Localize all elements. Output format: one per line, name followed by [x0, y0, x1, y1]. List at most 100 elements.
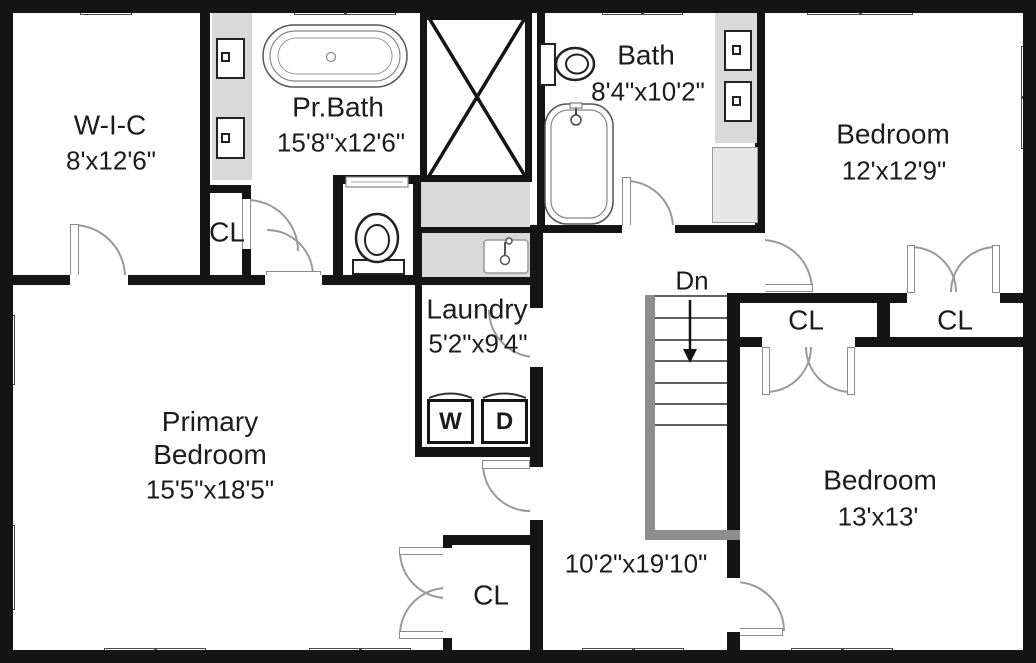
wall	[1000, 293, 1023, 303]
wall	[415, 277, 537, 285]
wall	[0, 650, 1036, 663]
wall	[200, 185, 250, 193]
door-leaf	[399, 547, 447, 555]
room-label-primary-bedroom: Primary Bedroom	[153, 406, 267, 470]
door-opening	[265, 275, 322, 285]
closet-label-pr-bath: CL	[209, 216, 245, 248]
wall	[727, 632, 740, 650]
appliance-lid-icon	[428, 392, 527, 399]
wall	[0, 13, 13, 650]
door-swing-arc	[762, 239, 813, 290]
wall	[443, 638, 452, 650]
door-leaf	[622, 177, 631, 228]
door-leaf	[907, 245, 915, 293]
door-swing-arc	[766, 347, 812, 393]
room-dims-primary-bedroom: 15'5"x18'5"	[145, 474, 275, 505]
room-label-wic: W-I-C	[73, 109, 147, 141]
wall	[727, 295, 740, 578]
counter	[421, 182, 530, 227]
wall	[242, 249, 251, 278]
door-swing-arc	[399, 551, 447, 599]
closet-label-left: CL	[788, 304, 824, 336]
wall	[415, 447, 543, 457]
door-swing-arc	[247, 199, 299, 251]
door-leaf	[482, 460, 530, 469]
wall	[755, 13, 765, 230]
door-leaf	[992, 245, 1000, 293]
wall	[415, 227, 422, 455]
door-opening	[70, 275, 128, 285]
door-leaf	[399, 631, 447, 639]
room-label-bath: Bath	[617, 39, 675, 71]
room-dims-hall: 10'2"x19'10"	[564, 548, 708, 579]
door-opening	[443, 548, 452, 638]
door-swing-arc	[911, 246, 957, 292]
wall	[530, 457, 543, 467]
stair-stringer	[645, 295, 655, 538]
bathtub-icon	[544, 102, 614, 225]
room-label-bedroom-tr: Bedroom	[836, 118, 950, 150]
door-opening	[622, 225, 675, 233]
room-dims-pr-bath: 15'8"x12'6"	[276, 127, 406, 158]
wall	[443, 535, 543, 545]
stairs-treads	[655, 295, 727, 426]
room-dims-bedroom-tr: 12'x12'9"	[841, 155, 947, 186]
wall	[727, 293, 907, 303]
door-opening	[727, 578, 740, 632]
wall	[200, 13, 210, 285]
wall	[0, 0, 1036, 13]
stairs-down-label: Dn	[675, 265, 709, 296]
counter	[422, 233, 530, 277]
counter	[715, 13, 757, 143]
door-leaf	[735, 628, 783, 636]
door-swing-arc	[482, 464, 530, 512]
room-dims-wic: 8'x12'6"	[66, 145, 156, 176]
wall	[727, 337, 762, 347]
wall	[333, 175, 423, 184]
room-dims-bedroom-br: 13'x13'	[837, 501, 919, 532]
door-swing-arc	[950, 246, 996, 292]
door-leaf	[847, 347, 855, 395]
wall	[413, 175, 421, 285]
wall	[877, 293, 890, 347]
room-label-pr-bath: Pr.Bath	[292, 91, 384, 123]
wall	[855, 337, 1023, 347]
linen-cabinet	[712, 147, 758, 223]
door-swing-arc	[73, 224, 126, 277]
wall	[415, 225, 622, 233]
wall	[1023, 13, 1036, 650]
wall	[128, 275, 265, 285]
door-leaf	[762, 347, 770, 395]
room-label-bedroom-br: Bedroom	[823, 464, 937, 496]
door-leaf	[70, 224, 79, 277]
freestanding-tub-icon	[262, 24, 408, 88]
room-dims-laundry: 5'2"x9'4"	[428, 328, 528, 359]
washer-label: W	[439, 407, 462, 435]
door-opening	[907, 293, 1000, 303]
room-label-laundry: Laundry	[426, 293, 528, 325]
stair-stringer	[645, 530, 740, 540]
washer-box: W	[427, 399, 474, 444]
door-swing-arc	[735, 581, 785, 631]
door-opening	[755, 230, 765, 292]
closet-label-bottom: CL	[473, 579, 509, 611]
wall	[322, 275, 421, 285]
shower-stall	[420, 13, 532, 182]
down-arrow-icon	[683, 300, 697, 363]
toilet-icon	[539, 43, 596, 86]
wall	[675, 225, 765, 233]
counter	[212, 13, 252, 180]
door-swing-arc	[626, 180, 674, 228]
room-dims-bath: 8'4"x10'2"	[591, 76, 705, 107]
door-swing-arc	[805, 347, 851, 393]
door-opening	[530, 465, 543, 520]
dryer-label: D	[495, 407, 514, 435]
wall	[537, 13, 545, 233]
door-leaf	[757, 284, 813, 292]
closet-label-right: CL	[937, 304, 973, 336]
dryer-box: D	[481, 399, 528, 444]
wall	[530, 227, 543, 308]
wall	[333, 175, 343, 278]
wall	[530, 520, 543, 650]
